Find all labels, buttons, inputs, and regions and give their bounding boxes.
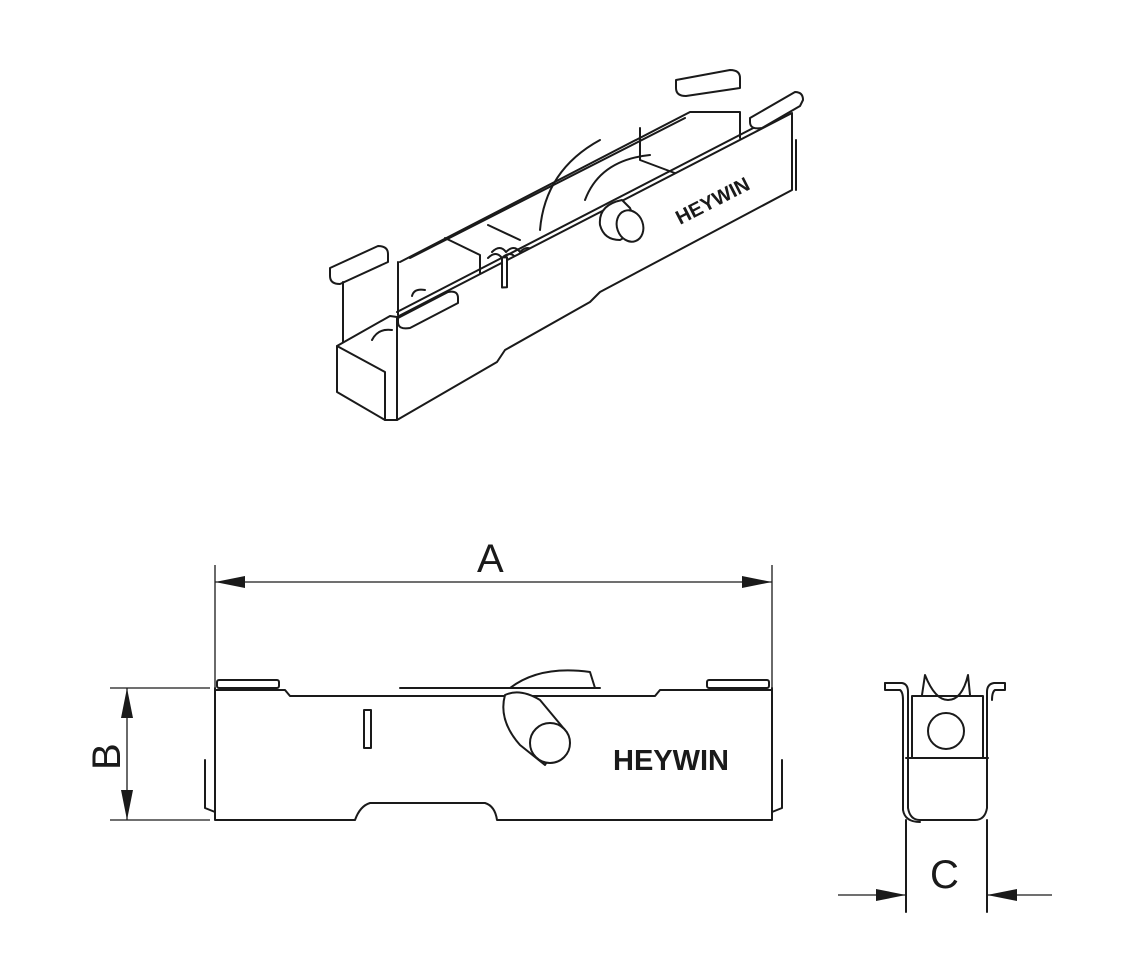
side-body	[884, 682, 1006, 821]
axle-pin	[598, 199, 645, 243]
front-tab-right	[749, 91, 804, 130]
side-view	[884, 674, 1006, 913]
front-tab-right	[706, 679, 770, 689]
side-extension-lines	[905, 819, 988, 913]
side-wheel	[921, 674, 971, 701]
end-hole-upper	[411, 288, 426, 297]
dimension-c-label: C	[930, 853, 959, 897]
front-body	[214, 687, 773, 821]
front-flange-right	[771, 759, 783, 813]
front-top-edge	[396, 107, 793, 313]
spring-coil	[491, 247, 535, 253]
spring-housing	[487, 224, 521, 241]
dimension-b-label: B	[85, 743, 129, 770]
front-face	[396, 112, 793, 421]
dimension-c: C	[838, 853, 1052, 901]
slot-mark	[501, 256, 508, 289]
front-tab-left	[216, 679, 280, 689]
end-block-edge	[336, 345, 386, 421]
front-top	[214, 689, 773, 697]
back-tab-left	[329, 245, 389, 285]
brand-logo-front: HEYWIN	[613, 745, 729, 777]
side-axle-hole	[927, 712, 965, 750]
axle-pin	[502, 691, 571, 766]
side-upper-block	[905, 695, 989, 759]
side-body-outer	[884, 682, 921, 823]
dimension-a: A	[214, 537, 773, 688]
slot-mark	[363, 709, 372, 749]
end-block-hole	[371, 328, 393, 341]
front-view: HEYWIN	[204, 669, 783, 821]
wheel-inner-arc	[584, 154, 651, 201]
front-tab-left	[397, 290, 459, 330]
dimension-a-label: A	[477, 537, 504, 581]
wheel-outer-arc	[539, 139, 601, 231]
wheel-profile	[399, 669, 601, 689]
dimension-b: B	[85, 687, 210, 821]
cavity-partition-right	[639, 127, 681, 176]
front-flange-left	[204, 759, 216, 813]
back-tab-right	[675, 69, 741, 97]
end-block	[336, 315, 398, 421]
isometric-view: HEYWIN	[329, 69, 804, 421]
back-rail	[399, 111, 741, 263]
